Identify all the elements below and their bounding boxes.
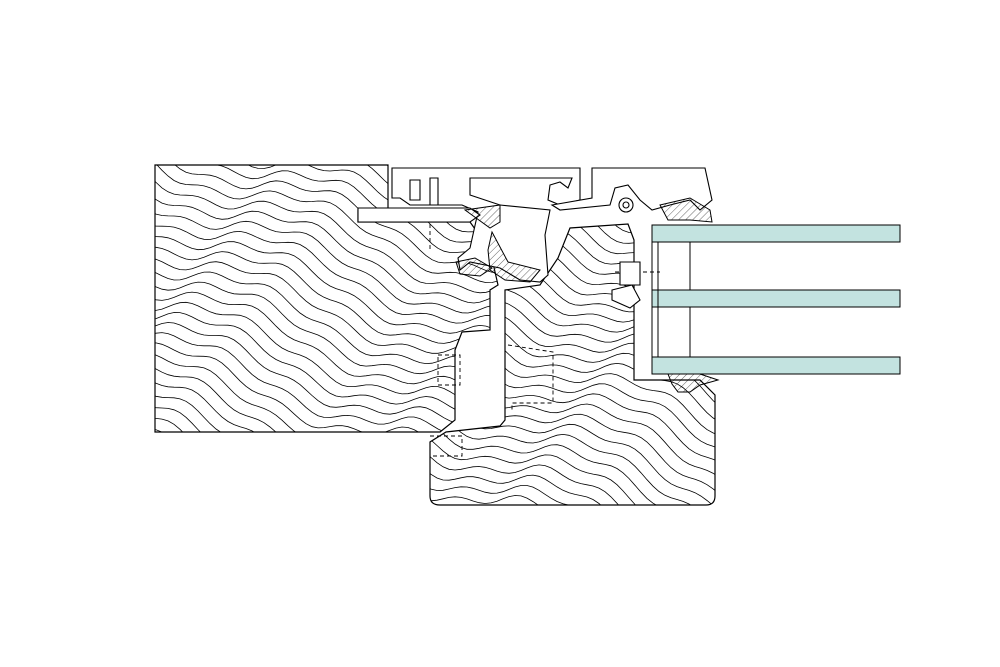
glass-pane-inner	[651, 356, 901, 375]
wood-grain-line	[155, 312, 498, 425]
wood-grain-line	[155, 281, 498, 384]
wood-grain-line	[155, 175, 498, 294]
wood-grain-line	[155, 257, 498, 361]
wood-grain-line	[155, 165, 498, 191]
wood-grain-line	[430, 495, 715, 505]
wood-grain-line	[155, 165, 498, 250]
wood-grain-line	[425, 506, 719, 597]
gaskets	[455, 197, 720, 393]
wood-grain-line	[155, 269, 498, 373]
wood-grain-line	[155, 165, 498, 284]
wood-grain-line	[155, 342, 498, 432]
wood-grain-line	[155, 165, 498, 263]
wood-grain-line	[430, 451, 715, 505]
outer-frame-timber	[154, 164, 499, 433]
wood-grain-line	[155, 417, 498, 432]
wood-grain-line	[430, 420, 715, 505]
wood-grain-line	[155, 165, 498, 180]
wood-grain-line	[155, 246, 498, 347]
wood-grain-line	[155, 379, 498, 432]
wood-grain-line	[430, 406, 715, 505]
wood-grain-line	[155, 332, 498, 432]
wood-grain-line	[425, 526, 719, 617]
wood-grain-frame	[155, 165, 498, 432]
wood-grain-line	[155, 236, 498, 334]
wood-grain-line	[155, 365, 498, 432]
wood-grain-line	[425, 516, 719, 607]
wood-grain-line	[155, 210, 498, 314]
wood-grain-line	[155, 194, 498, 304]
wood-grain-line	[155, 224, 498, 324]
wood-grain-line	[430, 393, 715, 505]
wood-grain-line	[155, 291, 498, 396]
glass-pane-outer	[651, 224, 901, 243]
glass-pane-middle	[651, 289, 901, 308]
wood-grain-line	[155, 165, 498, 273]
wood-grain-line	[430, 485, 715, 505]
wood-grain-line	[155, 301, 498, 409]
wood-grain-line	[155, 322, 498, 432]
wood-grain-line	[430, 469, 715, 505]
wood-grain-line	[155, 393, 498, 432]
triple-glazing	[651, 224, 901, 375]
wood-grain-line	[430, 434, 715, 505]
wood-grain-line	[155, 352, 498, 432]
